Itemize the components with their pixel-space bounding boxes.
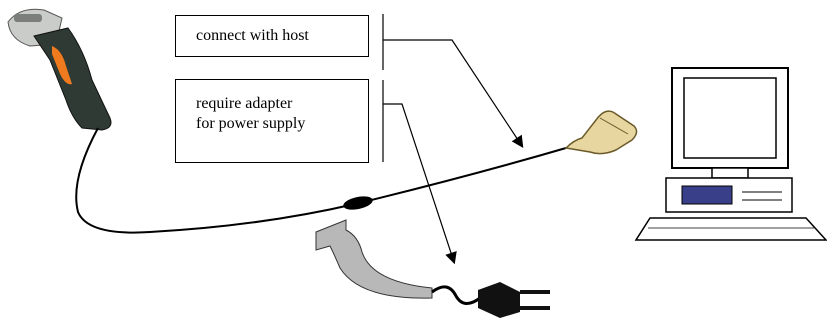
drive-panel [681, 185, 733, 205]
monitor-stand [711, 167, 749, 179]
scanner-trigger [52, 46, 72, 85]
data-cable [75, 127, 567, 234]
monitor-screen [683, 77, 777, 159]
host-connector [564, 110, 638, 155]
connect-host-label: connect with host [196, 27, 309, 44]
keyboard [634, 217, 827, 241]
desktop-computer [634, 67, 827, 241]
barcode-scanner [7, 8, 112, 131]
power-adapter-label-line1: require adapter [196, 95, 293, 112]
power-adapter-arrow [315, 219, 433, 299]
connect-host-callout: connect with host [175, 15, 369, 57]
power-adapter-callout: require adapter for power supply [175, 79, 369, 163]
host-leader-arrow [383, 39, 524, 149]
power-plug [478, 282, 550, 318]
scanner-window [14, 14, 42, 22]
system-unit [665, 177, 793, 213]
adapter-leader-arrow [383, 103, 457, 265]
scanner-handle [33, 27, 112, 131]
power-cord [431, 285, 481, 305]
power-adapter-label-line2: for power supply [196, 115, 306, 132]
cable-ferrite-bead [343, 196, 373, 210]
